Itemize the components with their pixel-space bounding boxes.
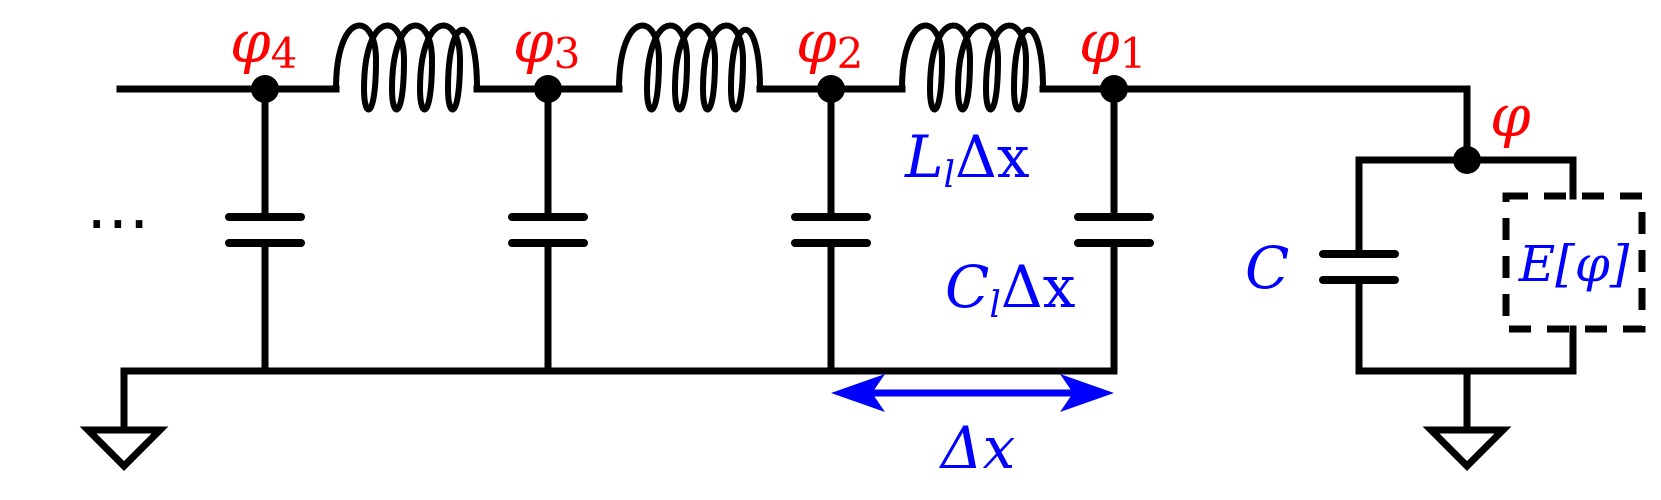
label-capacitance: ClΔx xyxy=(945,253,1076,326)
top-rail xyxy=(116,85,1471,164)
inductor-2-3 xyxy=(616,22,763,113)
delta-x-arrow xyxy=(831,374,1114,412)
node-4 xyxy=(251,75,279,103)
label-shunt-capacitor: C xyxy=(1245,234,1289,302)
ellipsis: ⋯ xyxy=(86,186,150,260)
capacitor-branch-3 xyxy=(508,85,588,375)
label-inductance: LlΔx xyxy=(904,123,1030,196)
inductor-1-2 xyxy=(899,22,1046,113)
node-1 xyxy=(1100,75,1128,103)
node-phi xyxy=(1453,146,1481,174)
label-phi4: φ4 xyxy=(230,8,297,78)
node-2 xyxy=(817,75,845,103)
termination-circuit xyxy=(1319,156,1577,431)
element-box xyxy=(1502,192,1646,333)
ground-symbol-right xyxy=(1422,426,1512,471)
label-phi2: φ2 xyxy=(796,8,863,78)
capacitor-branch-1 xyxy=(1074,85,1154,375)
label-phi1: φ1 xyxy=(1079,8,1146,78)
ground-symbol-left xyxy=(79,426,169,471)
label-phi3: φ3 xyxy=(513,8,580,78)
inductor-3-4 xyxy=(333,22,480,113)
ground-rail xyxy=(120,367,1118,431)
label-delta-x: Δx xyxy=(939,414,1016,482)
label-phi: φ xyxy=(1490,82,1531,150)
capacitor-branch-2 xyxy=(791,85,871,375)
capacitor-branch-4 xyxy=(225,85,305,375)
node-3 xyxy=(534,75,562,103)
label-element: E[φ] xyxy=(1518,235,1630,293)
